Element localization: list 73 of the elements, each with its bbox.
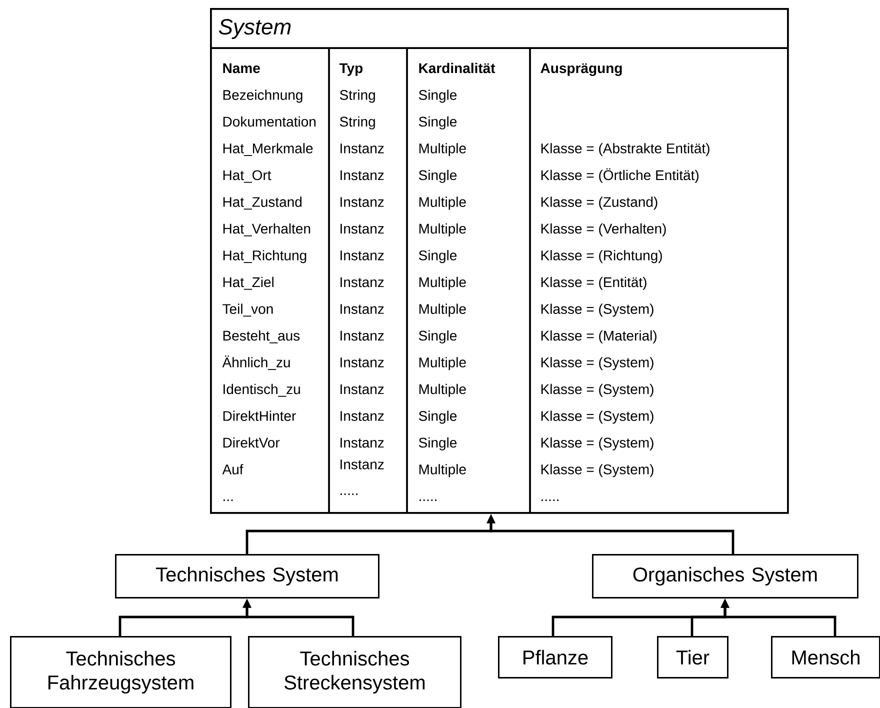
class-box: Technisches Fahrzeugsystem xyxy=(10,636,232,708)
value-text: Klasse = (System) xyxy=(541,410,654,424)
attribute-name: DirektVor xyxy=(223,437,280,448)
type-text: String xyxy=(340,90,375,103)
value-text: Klasse = (Richtung) xyxy=(541,250,662,264)
cardinality-text: Single xyxy=(418,250,457,264)
value-text: ..... xyxy=(542,500,558,501)
cardinality-text: Single xyxy=(418,170,457,183)
class-box: Technisches System xyxy=(115,554,380,598)
cardinality-text: ..... xyxy=(420,500,436,501)
attribute-name: ... xyxy=(224,500,233,501)
attribute-name: Hat_Richtung xyxy=(223,250,306,264)
cardinality-text: Multiple xyxy=(419,384,466,397)
value-text: Klasse = (System) xyxy=(541,437,654,450)
attribute-name: Auf xyxy=(222,464,244,474)
cardinality-text: Single xyxy=(418,330,457,344)
value-text: Klasse = (Örtliche Entität) xyxy=(541,168,698,183)
type-text: Instanz xyxy=(340,224,384,234)
column-header: Kardinalität xyxy=(419,62,496,74)
class-box: Technisches Streckensystem xyxy=(248,636,462,708)
cardinality-text: Multiple xyxy=(419,223,466,236)
value-text: Klasse = (Entität) xyxy=(541,276,646,290)
type-text: ..... xyxy=(340,494,358,495)
value-text: Klasse = (Material) xyxy=(541,330,656,344)
attribute-name: Besteht_aus xyxy=(223,330,300,344)
column-header: Typ xyxy=(339,63,363,76)
cardinality-text: Single xyxy=(418,410,457,424)
value-text: Klasse = (System) xyxy=(541,464,654,478)
cardinality-text: Single xyxy=(418,90,457,103)
type-text: Instanz xyxy=(340,330,384,341)
type-text: Instanz xyxy=(340,144,384,154)
cardinality-text: Multiple xyxy=(419,304,466,317)
value-text: Klasse = (Verhalten) xyxy=(541,223,666,236)
cardinality-text: Multiple xyxy=(419,464,466,478)
type-text: Instanz xyxy=(340,358,384,368)
cardinality-text: Multiple xyxy=(419,276,466,290)
attribute-name: Hat_Ziel xyxy=(223,276,274,290)
attribute-name: Hat_Merkmale xyxy=(223,143,313,156)
type-text: String xyxy=(340,116,375,130)
class-box: Tier xyxy=(657,636,728,678)
type-text: Instanz xyxy=(340,384,384,394)
type-text: Instanz xyxy=(340,197,384,207)
cardinality-text: Multiple xyxy=(419,196,466,210)
attribute-name: Dokumentation xyxy=(223,116,316,127)
cardinality-text: Single xyxy=(418,437,457,450)
attribute-name: Bezeichnung xyxy=(223,90,302,103)
type-text: Instanz xyxy=(340,304,384,314)
value-text: Klasse = (System) xyxy=(541,357,654,370)
column-header: Name xyxy=(223,63,260,74)
type-text: Instanz xyxy=(340,277,384,288)
attribute-name: Hat_Verhalten xyxy=(223,223,310,236)
type-text: Instanz xyxy=(340,411,384,421)
type-text: Instanz xyxy=(340,438,384,448)
cardinality-text: Multiple xyxy=(419,357,466,370)
type-text: Instanz xyxy=(340,170,384,180)
type-text: Instanz xyxy=(340,460,384,470)
attribute-name: Hat_Zustand xyxy=(223,196,302,210)
value-text: Klasse = (Abstrakte Entität) xyxy=(541,143,710,156)
attribute-name: Teil_von xyxy=(222,304,273,317)
cardinality-text: Single xyxy=(418,116,457,130)
attribute-name: Identisch_zu xyxy=(224,384,300,397)
class-box: Organisches System xyxy=(592,554,858,598)
cardinality-text: Multiple xyxy=(419,143,466,156)
type-text: Instanz xyxy=(340,250,384,260)
class-box: Pflanze xyxy=(498,636,612,678)
column-header: Ausprägung xyxy=(540,63,622,76)
attribute-name: Hat_Ort xyxy=(223,170,272,183)
attribute-name: DirektHinter xyxy=(223,410,296,421)
value-text: Klasse = (Zustand) xyxy=(541,196,658,210)
attribute-name: Ähnlich_zu xyxy=(222,356,290,370)
value-text: Klasse = (System) xyxy=(541,384,654,397)
value-text: Klasse = (System) xyxy=(541,304,654,317)
class-box: Mensch xyxy=(771,636,880,678)
